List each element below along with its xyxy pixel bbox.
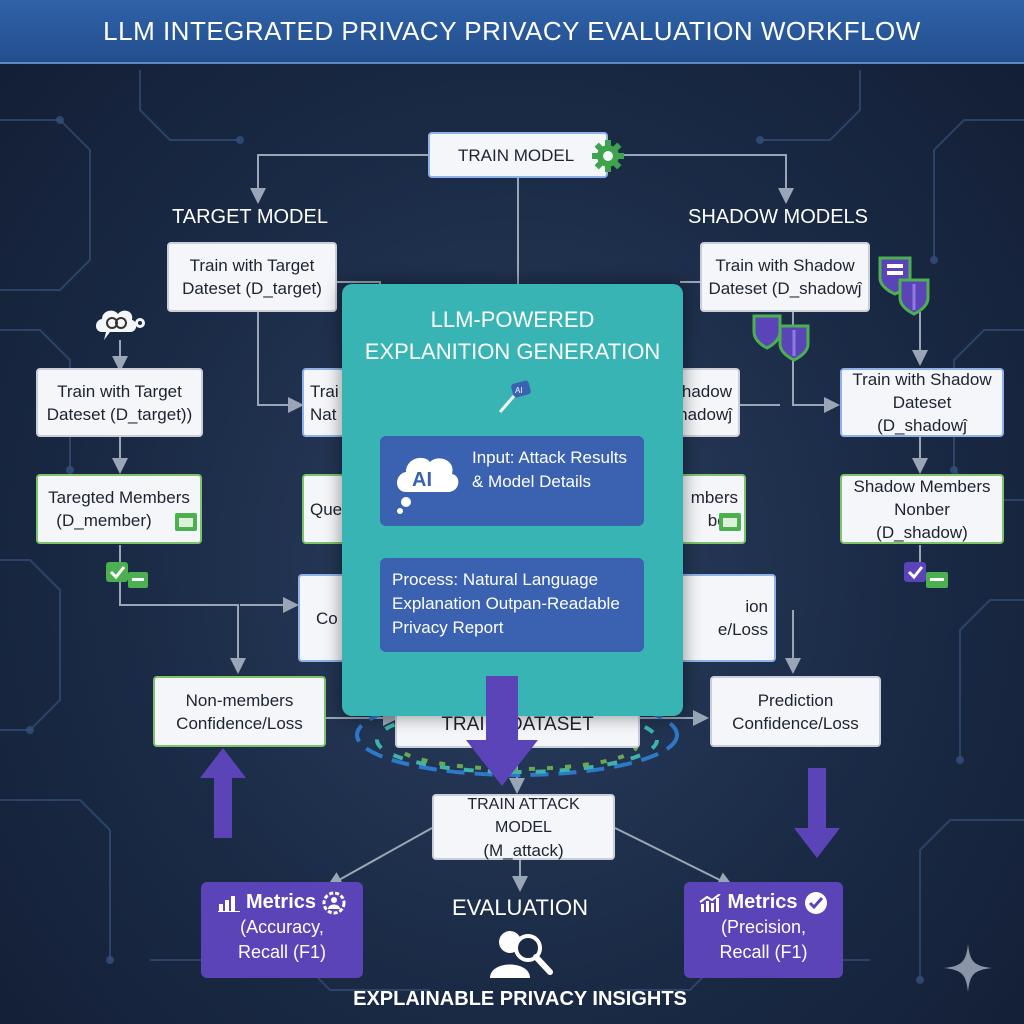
llm-input-line2: & Model Details <box>472 472 592 491</box>
llm-title-line2: EXPLANITION GENERATION <box>364 339 661 364</box>
spreadsheet-icon-right <box>719 513 741 531</box>
sparkle-icon <box>944 944 992 992</box>
check-card-icon <box>106 562 148 588</box>
footer-title: EXPLAINABLE PRIVACY INSIGHTS <box>353 988 687 1010</box>
database-shield-icon <box>878 256 930 316</box>
target-train-mid: Train with Target Dateset (D_target)) <box>36 368 203 437</box>
target-train-top: Train with Target Dateset (D_target) <box>167 242 337 312</box>
attack-model-box: TRAIN ATTACK MODEL (M_attack) <box>432 794 615 860</box>
ai-cloud-icon: AI <box>397 457 459 514</box>
metrics-left-line2: Recall (F1) <box>237 942 326 962</box>
check-circle-icon <box>804 891 827 914</box>
bar-chart-icon <box>217 895 240 912</box>
metrics-right-line2: Recall (F1) <box>719 942 808 962</box>
evaluation-title: EVALUATION <box>451 895 589 920</box>
llm-explanation-panel: LLM-POWERED EXPLANITION GENERATION AI AI… <box>342 284 683 716</box>
target-model-title: TARGET MODEL <box>172 206 328 228</box>
shadow-members-box: Shadow Members Nonber (D_shadow) <box>840 474 1004 544</box>
user-gear-icon <box>322 891 346 914</box>
metrics-left-card: Metrics (Accuracy, Recall (F1) <box>201 882 363 978</box>
spreadsheet-icon <box>175 513 197 531</box>
metrics-right-title: Metrics <box>727 891 798 913</box>
shadow-train-top: Train with Shadow Dateset (D_shadowĵ <box>700 242 870 312</box>
svg-text:AI: AI <box>515 386 523 395</box>
metrics-left-line1: (Accuracy, <box>240 917 324 937</box>
shadow-models-title: SHADOW MODELS <box>687 206 869 228</box>
ai-pen-icon: AI <box>498 380 531 413</box>
train-model-box: TRAIN MODEL <box>428 132 608 178</box>
llm-input-line1: Input: Attack Results <box>472 448 627 467</box>
down-arrow-icon <box>794 768 840 858</box>
up-arrow-icon <box>200 748 246 838</box>
nonmembers-box: Non-members Confidence/Loss <box>153 676 326 747</box>
ai-badge-text: AI <box>412 469 432 491</box>
user-search-icon <box>490 931 553 978</box>
train-model-label: TRAIN MODEL <box>458 145 575 165</box>
llm-input-box: AI Input: Attack Results & Model Details <box>380 436 644 526</box>
brain-cloud-icon <box>96 310 145 340</box>
metrics-right-card: Metrics (Precision, Recall (F1) <box>684 882 843 978</box>
llm-process-line2: Explanation Outpan-Readable <box>392 594 620 613</box>
llm-process-line3: Privacy Report <box>392 618 504 637</box>
targeted-members-box: Taregted Members (D_member) <box>36 474 202 544</box>
check-card-icon-purple <box>904 562 948 588</box>
llm-title-line1: LLM-POWERED <box>430 307 595 332</box>
llm-down-arrow-icon <box>466 676 538 786</box>
shadow-train-mid: Train with Shadow Dateset (D_shadowĵ <box>840 368 1004 437</box>
shield-pair-icon <box>752 314 810 362</box>
prediction-box: Prediction Confidence/Loss <box>710 676 881 747</box>
llm-process-box: Process: Natural Language Explanation Ou… <box>380 558 644 652</box>
llm-process-line1: Process: Natural Language <box>392 570 599 589</box>
gear-icon <box>592 140 624 172</box>
metrics-right-line1: (Precision, <box>720 917 807 937</box>
metrics-left-title: Metrics <box>245 891 317 913</box>
line-chart-icon <box>699 893 722 912</box>
page-title: LLM INTEGRATED PRIVACY PRIVACY EVALUATIO… <box>0 0 1024 64</box>
